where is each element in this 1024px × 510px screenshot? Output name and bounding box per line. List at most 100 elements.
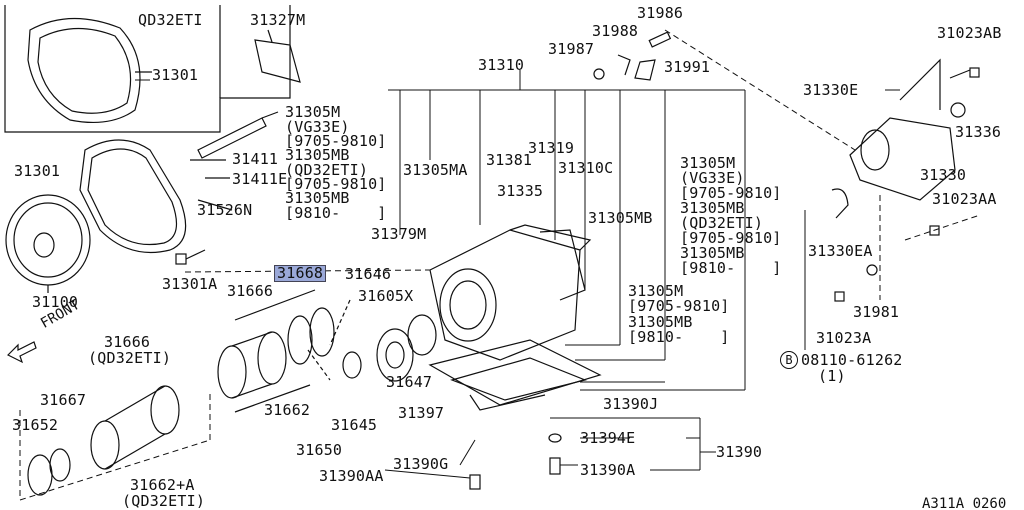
part-label-31336[interactable]: 31336	[955, 123, 1002, 141]
part-label-31662A[interactable]: 31662+A	[130, 476, 195, 494]
note-right-l4: 31305MB	[680, 199, 745, 217]
part-label-31411E[interactable]: 31411E	[232, 170, 288, 188]
part-label-31668-highlighted[interactable]: 31668	[274, 265, 327, 282]
part-label-31327M[interactable]: 31327M	[250, 11, 306, 29]
note-center-l2: [9705-9810]	[628, 297, 730, 315]
note-left-l5: (QD32ETI)	[285, 161, 369, 179]
part-label-31330EA[interactable]: 31330EA	[808, 242, 873, 260]
part-label-31986[interactable]: 31986	[637, 4, 684, 22]
part-label-31667[interactable]: 31667	[40, 391, 87, 409]
snap-ring-icon	[27, 448, 71, 496]
part-label-31394E[interactable]: 31394E	[580, 429, 636, 447]
part-label-31645[interactable]: 31645	[331, 416, 378, 434]
part-31988-icon	[617, 54, 631, 76]
bolt-31981-icon	[866, 264, 878, 276]
part-label-31390A[interactable]: 31390A	[580, 461, 636, 479]
qd-variant-label-b: (QD32ETI)	[122, 492, 206, 510]
gasket-sheet-icon	[254, 29, 301, 83]
part-label-31379M[interactable]: 31379M	[371, 225, 427, 243]
oil-pump-icon	[342, 314, 437, 382]
part-label-31335[interactable]: 31335	[497, 182, 544, 200]
converter-housing-icon	[79, 139, 187, 254]
bolt-marker-icon: B	[780, 351, 798, 369]
part-label-31330[interactable]: 31330	[920, 166, 967, 184]
part-label-31666[interactable]: 31666	[227, 282, 274, 300]
part-label-31305MA[interactable]: 31305MA	[403, 161, 468, 179]
part-label-31981[interactable]: 31981	[853, 303, 900, 321]
note-left-l2: (VG33E)	[285, 118, 350, 136]
bolt-31301A-icon	[175, 249, 206, 265]
note-right-l6: [9705-9810]	[680, 229, 782, 247]
part-label-31100[interactable]: 31100	[32, 293, 79, 311]
part-label-31023AB[interactable]: 31023AB	[937, 24, 1002, 42]
note-center-l1: 31305M	[628, 282, 684, 300]
part-label-31605X[interactable]: 31605X	[358, 287, 414, 305]
part-31987-icon	[593, 68, 605, 80]
part-label-31301[interactable]: 31301	[152, 66, 199, 84]
part-label-31397[interactable]: 31397	[398, 404, 445, 422]
note-right-l1: 31305M	[680, 154, 736, 172]
note-left-l6: [9705-9810]	[285, 175, 387, 193]
note-center-l4: [9810- ]	[628, 328, 730, 346]
engine-variant-label: QD32ETI	[138, 11, 203, 29]
part-label-31390AA[interactable]: 31390AA	[319, 467, 384, 485]
part-label-31390J[interactable]: 31390J	[603, 395, 659, 413]
part-label-31319[interactable]: 31319	[528, 139, 575, 157]
part-label-31647[interactable]: 31647	[386, 373, 433, 391]
bolt-31023AA-icon	[929, 225, 940, 236]
leader-lines	[135, 69, 971, 479]
note-right-l8: [9810- ]	[680, 259, 782, 277]
part-label-31301-left[interactable]: 31301	[14, 162, 61, 180]
converter-housing-top-icon	[27, 17, 152, 124]
part-label-31987[interactable]: 31987	[548, 40, 595, 58]
part-label-31023A[interactable]: 31023A	[816, 329, 872, 347]
torque-converter-icon	[5, 194, 91, 293]
note-right-l3: [9705-9810]	[680, 184, 782, 202]
part-label-31652[interactable]: 31652	[12, 416, 59, 434]
part-label-31662[interactable]: 31662	[264, 401, 311, 419]
part-label-31666-qd[interactable]: 31666	[104, 333, 151, 351]
part-31991-icon	[634, 59, 656, 81]
qd-variant-label-a: (QD32ETI)	[88, 349, 172, 367]
part-label-31526N[interactable]: 31526N	[197, 201, 253, 219]
input-shaft-icon	[197, 111, 279, 159]
oil-pan-icon	[428, 339, 602, 411]
part-label-31650[interactable]: 31650	[296, 441, 343, 459]
note-center-l3: 31305MB	[628, 313, 693, 331]
part-label-31023AA[interactable]: 31023AA	[932, 190, 997, 208]
part-label-31310[interactable]: 31310	[478, 56, 525, 74]
drain-bolt-icon	[549, 457, 561, 475]
part-label-31991[interactable]: 31991	[664, 58, 711, 76]
drawing-code: A311A 0260	[922, 496, 1007, 510]
note-right-l7: 31305MB	[680, 244, 745, 262]
bolt-quantity: (1)	[818, 367, 846, 385]
transmission-case-icon	[429, 224, 592, 361]
part-label-31646[interactable]: 31646	[345, 265, 392, 283]
washer-31394E-icon	[548, 433, 562, 443]
part-label-31381[interactable]: 31381	[486, 151, 533, 169]
front-arrow-icon	[6, 341, 37, 364]
bolt-31023AB-icon	[969, 67, 980, 78]
bolt-part-number[interactable]: 08110-61262	[801, 351, 903, 369]
note-left-l1: 31305M	[285, 103, 341, 121]
part-label-31330E[interactable]: 31330E	[803, 81, 859, 99]
note-left-l4: 31305MB	[285, 146, 350, 164]
sensor-clip-icon	[831, 188, 849, 219]
part-label-31301A[interactable]: 31301A	[162, 275, 218, 293]
note-left-l7: 31305MB	[285, 189, 350, 207]
part-label-31988[interactable]: 31988	[592, 22, 639, 40]
bolt-31023A-icon	[834, 291, 845, 302]
part-label-31310C[interactable]: 31310C	[558, 159, 614, 177]
note-left-l3: [9705-9810]	[285, 132, 387, 150]
note-right-l2: (VG33E)	[680, 169, 745, 187]
part-label-31390[interactable]: 31390	[716, 443, 763, 461]
part-31986-icon	[648, 31, 672, 48]
note-right-l5: (QD32ETI)	[680, 214, 764, 232]
note-left-l8: [9810- ]	[285, 204, 387, 222]
part-label-31390G[interactable]: 31390G	[393, 455, 449, 473]
part-label-31411[interactable]: 31411	[232, 150, 279, 168]
clutch-plate-set-icon	[90, 385, 180, 470]
part-label-31305MB[interactable]: 31305MB	[588, 209, 653, 227]
